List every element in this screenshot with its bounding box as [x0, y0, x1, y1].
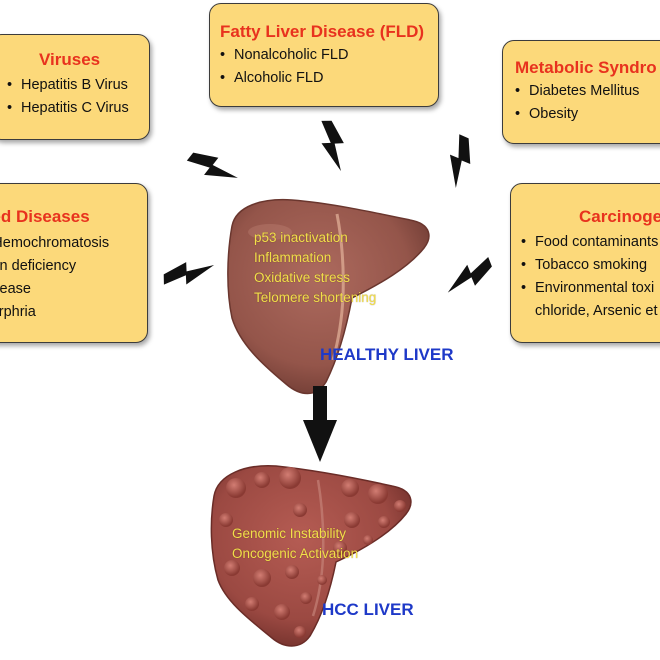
healthy-liver-image — [227, 198, 430, 395]
hcc-liver-mechanisms: Genomic Instability Oncogenic Activation — [232, 524, 358, 564]
bullet-icon: • — [220, 70, 226, 86]
mechanism-line: Inflammation — [254, 250, 332, 265]
list-item: •Hepatitis C Virus — [7, 97, 129, 120]
healthy-liver-label: HEALTHY LIVER — [320, 345, 454, 364]
inherited-list: y Hemochromatosis psin deficiency diseas… — [0, 232, 109, 324]
metabolic-title: Metabolic Syndro — [515, 58, 657, 77]
viruses-title: Viruses — [39, 50, 101, 69]
list-item: •Tobacco smoking — [521, 254, 658, 277]
mechanism-line: Oxidative stress — [254, 270, 351, 285]
inherited-diseases-box: ited Diseases y Hemochromatosis psin def… — [0, 183, 148, 343]
bullet-icon: • — [515, 106, 521, 122]
bullet-icon: • — [220, 47, 226, 63]
fatty-liver-disease-box: Fatty Liver Disease (FLD) •Nonalcoholic … — [209, 3, 439, 107]
fld-title: Fatty Liver Disease (FLD) — [220, 22, 425, 41]
list-item: psin deficiency — [0, 258, 77, 274]
lightning-bolt-icon — [161, 256, 215, 293]
carcinogens-box: Carcinoge •Food contaminants •Tobacco sm… — [510, 183, 660, 343]
healthy-liver-mechanisms: p53 inactivation Inflammation Oxidative … — [254, 228, 376, 308]
bullet-icon: • — [521, 234, 527, 250]
mechanism-line: p53 inactivation — [254, 230, 348, 245]
fld-list: •Nonalcoholic FLD •Alcoholic FLD — [220, 44, 348, 90]
list-item-continuation: chloride, Arsenic et — [535, 303, 658, 319]
viruses-box: Viruses •Hepatitis B Virus •Hepatitis C … — [0, 34, 150, 140]
lightning-bolt-icon — [313, 118, 350, 172]
hcc-liver-label: HCC LIVER — [322, 600, 414, 619]
bullet-icon: • — [521, 280, 527, 296]
down-arrow-icon — [303, 386, 337, 462]
mechanism-line: Telomere shortening — [254, 290, 377, 305]
list-item: disease — [0, 281, 31, 297]
metabolic-list: •Diabetes Mellitus •Obesity — [515, 80, 639, 126]
lightning-bolt-icon — [432, 132, 484, 189]
bullet-icon: • — [7, 100, 13, 116]
list-item: •Hepatitis B Virus — [7, 74, 129, 97]
lightning-bolt-icon — [185, 141, 238, 196]
mechanism-line: Oncogenic Activation — [232, 546, 359, 561]
list-item: •Environmental toxi — [521, 277, 658, 300]
mechanism-line: Genomic Instability — [232, 526, 347, 541]
lightning-bolt-icon — [442, 256, 496, 293]
hcc-liver-image — [210, 465, 412, 647]
metabolic-syndrome-box: Metabolic Syndro •Diabetes Mellitus •Obe… — [502, 40, 660, 144]
bullet-icon: • — [521, 257, 527, 273]
list-item: •Obesity — [515, 103, 639, 126]
list-item: •Nonalcoholic FLD — [220, 44, 348, 67]
list-item: Porphria — [0, 304, 36, 320]
bullet-icon: • — [7, 77, 13, 93]
inherited-title: ited Diseases — [0, 207, 90, 226]
carcinogens-list: •Food contaminants •Tobacco smoking •Env… — [521, 231, 658, 323]
tumor-nodules — [219, 467, 406, 638]
viruses-list: •Hepatitis B Virus •Hepatitis C Virus — [7, 74, 129, 120]
carcinogens-title: Carcinoge — [579, 207, 660, 226]
bullet-icon: • — [515, 83, 521, 99]
list-item: •Food contaminants — [521, 231, 658, 254]
list-item: y Hemochromatosis — [0, 235, 110, 251]
list-item: •Diabetes Mellitus — [515, 80, 639, 103]
list-item: •Alcoholic FLD — [220, 67, 348, 90]
